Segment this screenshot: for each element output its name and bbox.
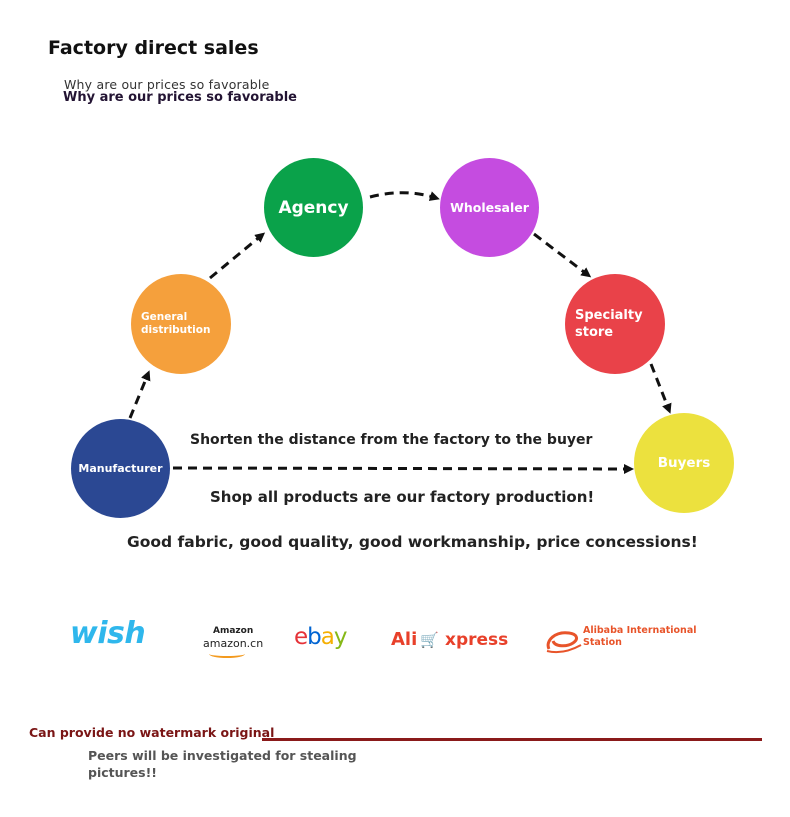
alibaba-logo-line2: Station xyxy=(583,637,622,648)
aliexpress-logo-ali: Ali xyxy=(391,629,418,650)
node-specialty-label-1: Specialty xyxy=(575,308,643,323)
node-specialty-label-2: store xyxy=(575,325,614,340)
ebay-letter-y: y xyxy=(333,624,348,650)
node-manufacturer-label: Manufacturer xyxy=(78,462,163,475)
subtitle-light: Why are our prices so favorable xyxy=(64,77,270,92)
arrow-manufacturer-to-general xyxy=(128,370,151,419)
ebay-letter-e: e xyxy=(294,624,308,650)
alibaba-logo-line1: Alibaba International xyxy=(583,625,697,636)
arrow-agency-to-wholesaler xyxy=(369,191,440,201)
caption-shorten-distance: Shorten the distance from the factory to… xyxy=(190,432,593,448)
watermark-note: Can provide no watermark original xyxy=(29,725,275,740)
amazon-smile-icon xyxy=(209,650,245,658)
node-general-distribution: General distribution xyxy=(131,274,231,374)
arrow-manufacturer-to-buyers xyxy=(172,463,634,474)
alibaba-logo-icon xyxy=(546,631,582,654)
node-buyers: Buyers xyxy=(634,413,734,513)
page-title: Factory direct sales xyxy=(48,37,259,59)
arrow-wholesaler-to-specialty xyxy=(533,232,592,278)
node-agency: Agency xyxy=(264,158,363,257)
ebay-letter-b: b xyxy=(307,624,322,650)
node-buyers-label: Buyers xyxy=(657,455,711,471)
ebay-letter-a: a xyxy=(320,624,335,650)
caption-quality: Good fabric, good quality, good workmans… xyxy=(127,533,698,551)
node-general-label-1: General xyxy=(141,311,188,323)
amazon-logo: amazon.cn xyxy=(203,637,264,650)
node-general-label-2: distribution xyxy=(141,324,211,336)
aliexpress-logo-xpress: xpress xyxy=(445,630,509,650)
subtitle-bold: Why are our prices so favorable xyxy=(63,90,297,105)
node-manufacturer: Manufacturer xyxy=(71,419,170,518)
caption-factory-production: Shop all products are our factory produc… xyxy=(210,488,595,506)
amazon-logo-top: Amazon xyxy=(213,626,254,636)
node-wholesaler-label: Wholesaler xyxy=(450,200,529,215)
divider-line xyxy=(262,738,762,741)
peers-warning: Peers will be investigated for stealing … xyxy=(88,748,357,780)
node-wholesaler: Wholesaler xyxy=(440,158,539,257)
ebay-logo: ebay xyxy=(294,624,347,650)
arrow-specialty-to-buyers xyxy=(649,363,672,414)
shopping-cart-icon: 🛒 xyxy=(420,631,439,649)
wish-logo: wish xyxy=(70,616,146,651)
node-agency-label: Agency xyxy=(278,197,349,218)
arrow-general-to-agency xyxy=(209,232,266,280)
node-specialty-store: Specialty store xyxy=(565,274,665,374)
